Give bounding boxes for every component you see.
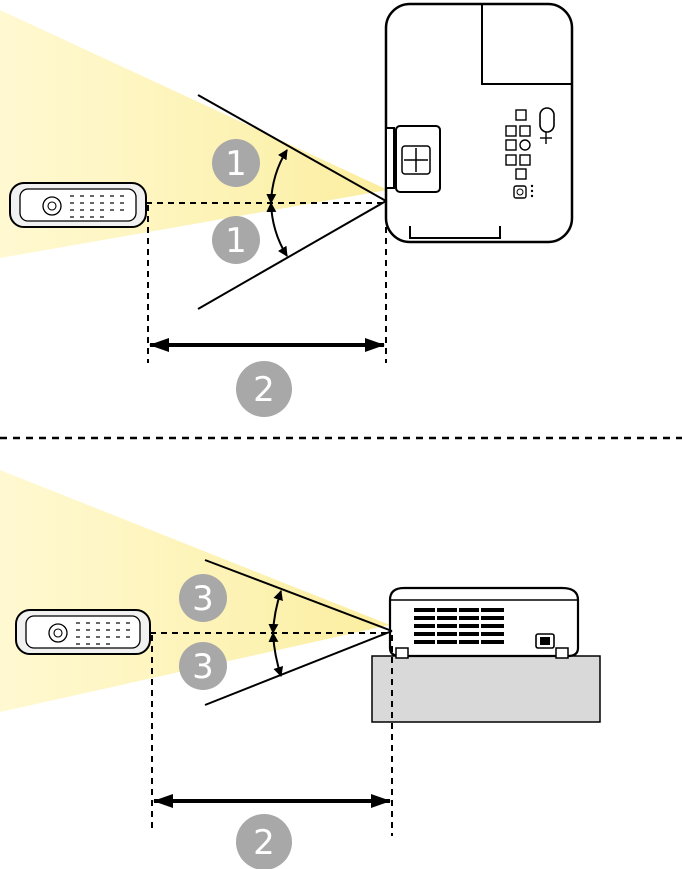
- badge-label: 1: [225, 144, 247, 184]
- top-angle-badge-upper: 1: [212, 139, 260, 187]
- top-angle-badge-lower: 1: [212, 216, 260, 264]
- badge-label: 2: [253, 823, 275, 863]
- side-angle-arc-lower: [268, 632, 284, 677]
- side-angle-badge-upper: 3: [179, 574, 227, 622]
- remote-control-icon: [15, 609, 151, 655]
- top-view: 1 1 2: [0, 2, 574, 417]
- table-icon: [371, 655, 601, 723]
- side-angle-badge-lower: 3: [179, 642, 227, 690]
- badge-label: 3: [192, 647, 214, 687]
- projector-top-view-icon: [384, 2, 574, 244]
- remote-control-icon: [9, 182, 147, 228]
- top-distance-badge: 2: [236, 361, 292, 417]
- badge-label: 1: [225, 221, 247, 261]
- badge-label: 2: [253, 370, 275, 410]
- side-range-upper-line: [204, 559, 393, 632]
- side-view: 3 3 2: [0, 470, 601, 869]
- top-angle-arc-lower: [266, 202, 288, 257]
- top-range-upper-line: [197, 94, 387, 202]
- top-angle-arc-upper: [266, 149, 288, 204]
- side-range-lower-line: [204, 630, 393, 706]
- side-angle-arc-upper: [268, 590, 283, 634]
- projector-side-view-icon: [388, 586, 580, 659]
- side-distance-badge: 2: [236, 814, 292, 869]
- top-range-lower-line: [197, 200, 387, 310]
- badge-label: 3: [192, 579, 214, 619]
